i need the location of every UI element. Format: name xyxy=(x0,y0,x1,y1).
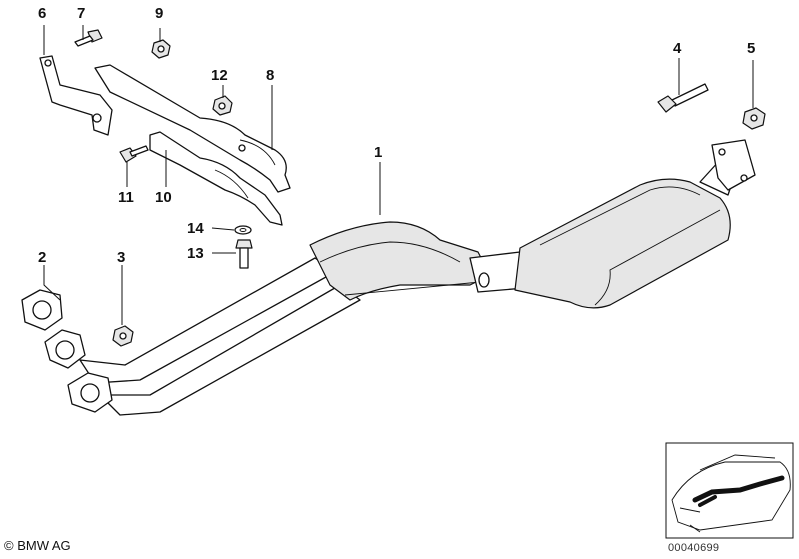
bolt-7 xyxy=(74,29,103,47)
exhaust-pipe-assembly xyxy=(79,139,756,416)
callout-7: 7 xyxy=(77,5,85,22)
lower-pipe xyxy=(99,284,361,416)
callout-9: 9 xyxy=(155,5,163,22)
document-number: 00040699 xyxy=(668,542,720,554)
copyright-text: © BMW AG xyxy=(4,538,71,553)
bolt-13 xyxy=(235,239,253,269)
callout-14: 14 xyxy=(187,220,204,237)
callout-6: 6 xyxy=(38,5,46,22)
y-junction xyxy=(309,221,491,301)
callout-1: 1 xyxy=(374,144,382,161)
catalytic-converter xyxy=(514,178,731,309)
nut-12 xyxy=(212,95,233,116)
callout-11: 11 xyxy=(118,189,134,206)
leader-lines xyxy=(43,25,754,325)
car-outline xyxy=(671,461,791,531)
callout-13: 13 xyxy=(187,245,204,262)
callout-8: 8 xyxy=(266,67,274,84)
bracket-6 xyxy=(39,55,113,136)
exhaust-highlight xyxy=(692,475,785,503)
clamp-bracket-8 xyxy=(94,64,291,193)
callout-10: 10 xyxy=(155,189,172,206)
nut-9 xyxy=(151,39,171,59)
nut-3 xyxy=(112,325,134,347)
car-locator-inset xyxy=(665,442,794,539)
callout-2: 2 xyxy=(38,249,46,266)
inlet-flanges xyxy=(21,289,113,413)
callout-3: 3 xyxy=(117,249,125,266)
callout-12: 12 xyxy=(211,67,228,84)
bolt-11 xyxy=(119,145,149,163)
clamp-10 xyxy=(149,131,283,226)
washer-14 xyxy=(234,225,252,235)
nut-5 xyxy=(742,107,766,130)
callout-4: 4 xyxy=(673,40,682,57)
callouts: 1 2 3 4 5 6 7 8 9 10 11 12 13 14 xyxy=(38,5,755,266)
bolt-4 xyxy=(657,83,709,113)
callout-5: 5 xyxy=(747,40,755,57)
